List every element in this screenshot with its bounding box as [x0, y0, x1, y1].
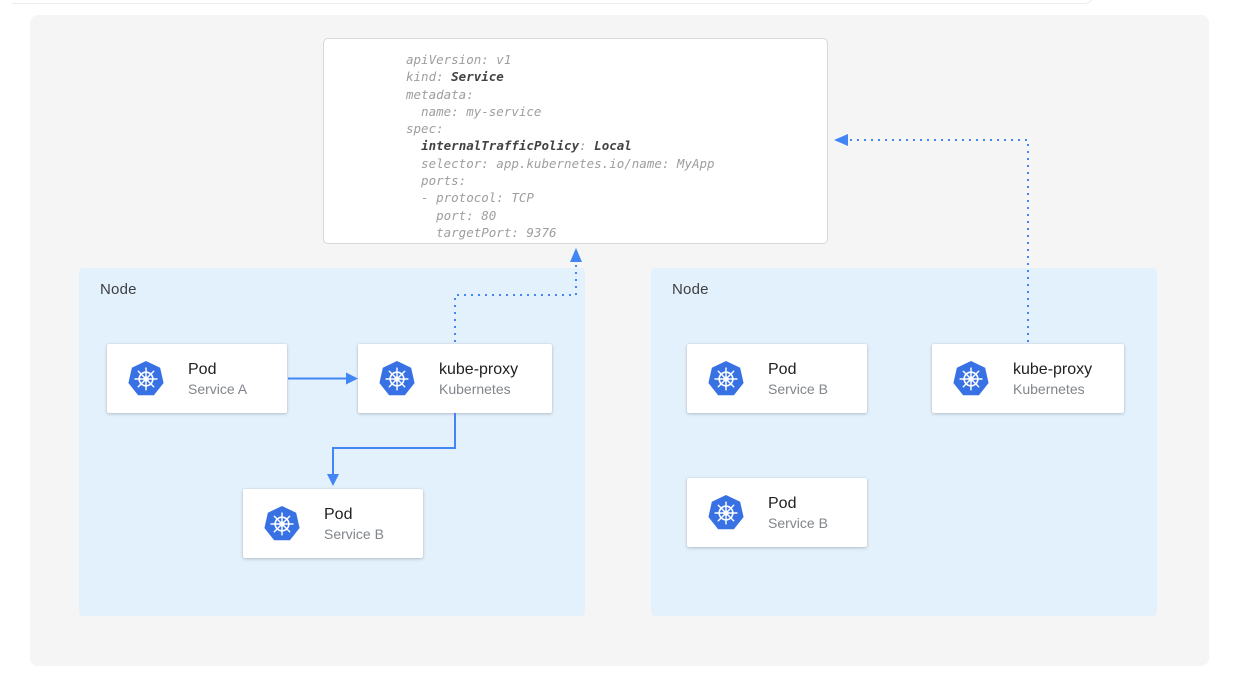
card-title: Pod: [768, 494, 797, 512]
node-label: Node: [672, 281, 709, 298]
card-subtitle: Service A: [188, 380, 248, 397]
card-subtitle: Kubernetes: [439, 380, 511, 397]
kubernetes-icon: [128, 360, 164, 395]
kube-proxy-card: kube-proxy Kubernetes: [358, 344, 552, 413]
pod-card-service-b: Pod Service B: [687, 344, 867, 413]
node-box-2: Node Pod Service B: [651, 268, 1157, 616]
pod-card-service-a: Pod Service A: [107, 344, 287, 413]
node-label: Node: [100, 281, 137, 298]
pod-card-service-b: Pod Service B: [687, 478, 867, 547]
card-subtitle: Service B: [324, 525, 384, 542]
kubernetes-icon: [264, 505, 300, 540]
kubernetes-icon: [379, 360, 415, 395]
kubernetes-icon: [708, 360, 744, 395]
card-title: kube-proxy: [439, 360, 519, 378]
pod-card-service-b: Pod Service B: [243, 489, 423, 558]
kubernetes-icon: [708, 494, 744, 529]
card-title: Pod: [768, 360, 797, 378]
card-subtitle: Kubernetes: [1013, 380, 1085, 397]
top-card-edge: [12, 0, 1094, 4]
kubernetes-icon: [953, 360, 989, 395]
node-box-1: Node Pod Service A: [79, 268, 585, 616]
kube-proxy-card: kube-proxy Kubernetes: [932, 344, 1124, 413]
card-title: Pod: [324, 505, 353, 523]
card-subtitle: Service B: [768, 514, 828, 531]
card-title: Pod: [188, 360, 217, 378]
card-title: kube-proxy: [1013, 360, 1093, 378]
card-subtitle: Service B: [768, 380, 828, 397]
